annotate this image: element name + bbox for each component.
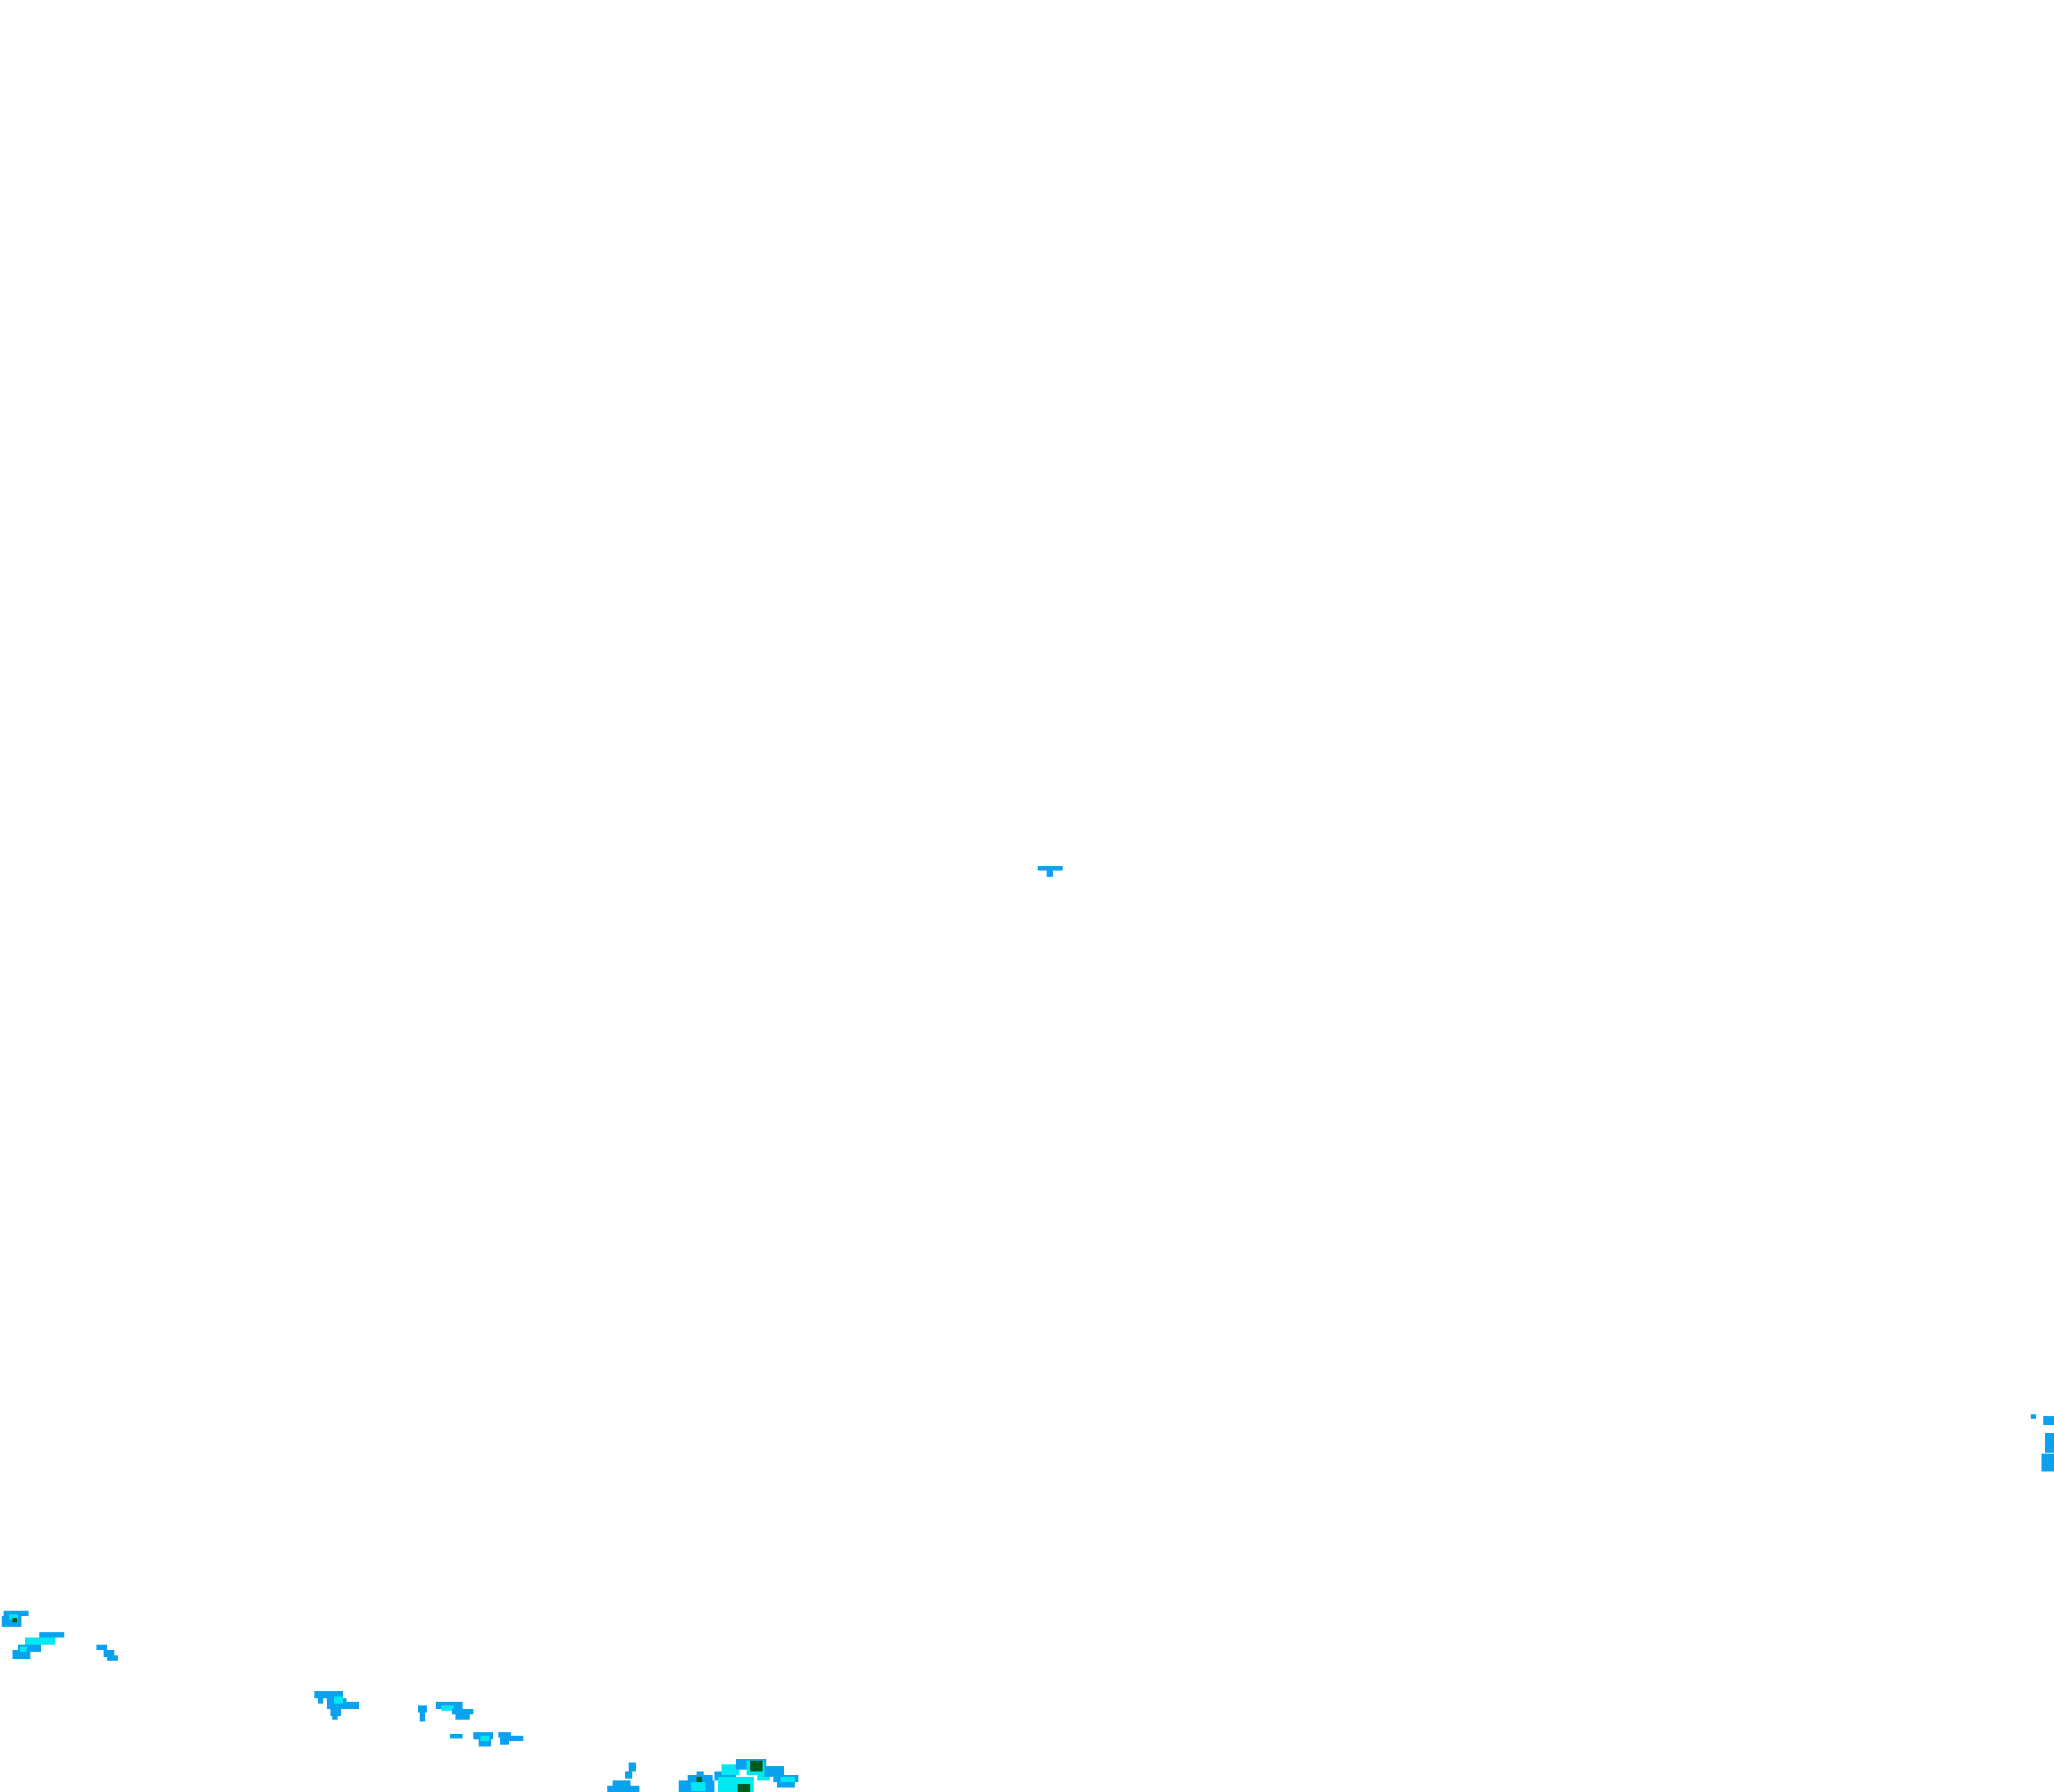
- precip-cell: [498, 1732, 511, 1738]
- precip-cell: [509, 1736, 523, 1741]
- precip-cell: [2041, 1454, 2054, 1471]
- precip-cell: [479, 1739, 491, 1746]
- precip-cell: [757, 1771, 770, 1780]
- precip-cell: [764, 1766, 784, 1777]
- precip-cell: [777, 1782, 795, 1788]
- precip-cell: [781, 1777, 795, 1782]
- precip-cell: [13, 1650, 30, 1659]
- precip-cell: [452, 1709, 473, 1714]
- precip-cell: [347, 1702, 359, 1709]
- precip-cell: [750, 1761, 763, 1771]
- precip-cell: [420, 1713, 425, 1721]
- radar-band-southwest: [2, 1611, 798, 1792]
- precip-cell: [691, 1782, 706, 1791]
- precip-cell: [1038, 866, 1063, 871]
- precip-cell: [418, 1705, 427, 1713]
- precip-cell: [39, 1632, 64, 1638]
- radar-echo-center: [1038, 866, 1063, 877]
- precip-cell: [2031, 1414, 2036, 1419]
- precip-cell: [697, 1771, 704, 1779]
- precip-cell: [4, 1611, 29, 1616]
- precip-cell: [96, 1645, 107, 1650]
- precip-cell: [9, 1614, 18, 1620]
- precip-cell: [1047, 871, 1053, 877]
- precip-cell: [332, 1714, 338, 1720]
- radar-echo-east: [2031, 1414, 2054, 1471]
- precip-cell: [314, 1691, 343, 1698]
- precip-cell: [480, 1736, 489, 1741]
- precip-cell: [629, 1763, 636, 1771]
- precip-cell: [722, 1764, 739, 1775]
- precip-cell: [714, 1771, 736, 1780]
- precip-cell: [450, 1734, 463, 1738]
- precip-cell: [607, 1786, 639, 1792]
- precip-cell: [13, 1618, 17, 1622]
- precip-cell: [20, 1646, 27, 1652]
- precip-cell: [330, 1709, 341, 1716]
- precip-cell: [441, 1705, 454, 1711]
- precip-cell: [625, 1771, 632, 1779]
- precip-cell: [2045, 1433, 2054, 1453]
- precip-cell: [318, 1696, 323, 1704]
- precip-cell: [18, 1645, 41, 1652]
- precip-cell: [104, 1650, 114, 1657]
- precip-cell: [500, 1738, 509, 1745]
- precip-cell: [738, 1784, 750, 1792]
- precip-cell: [2043, 1416, 2054, 1425]
- precip-cell: [25, 1638, 55, 1645]
- precip-cell: [107, 1655, 118, 1661]
- precip-cell: [697, 1777, 702, 1782]
- precip-cell: [334, 1696, 343, 1704]
- precip-cell: [613, 1780, 630, 1788]
- precip-cell: [455, 1714, 470, 1720]
